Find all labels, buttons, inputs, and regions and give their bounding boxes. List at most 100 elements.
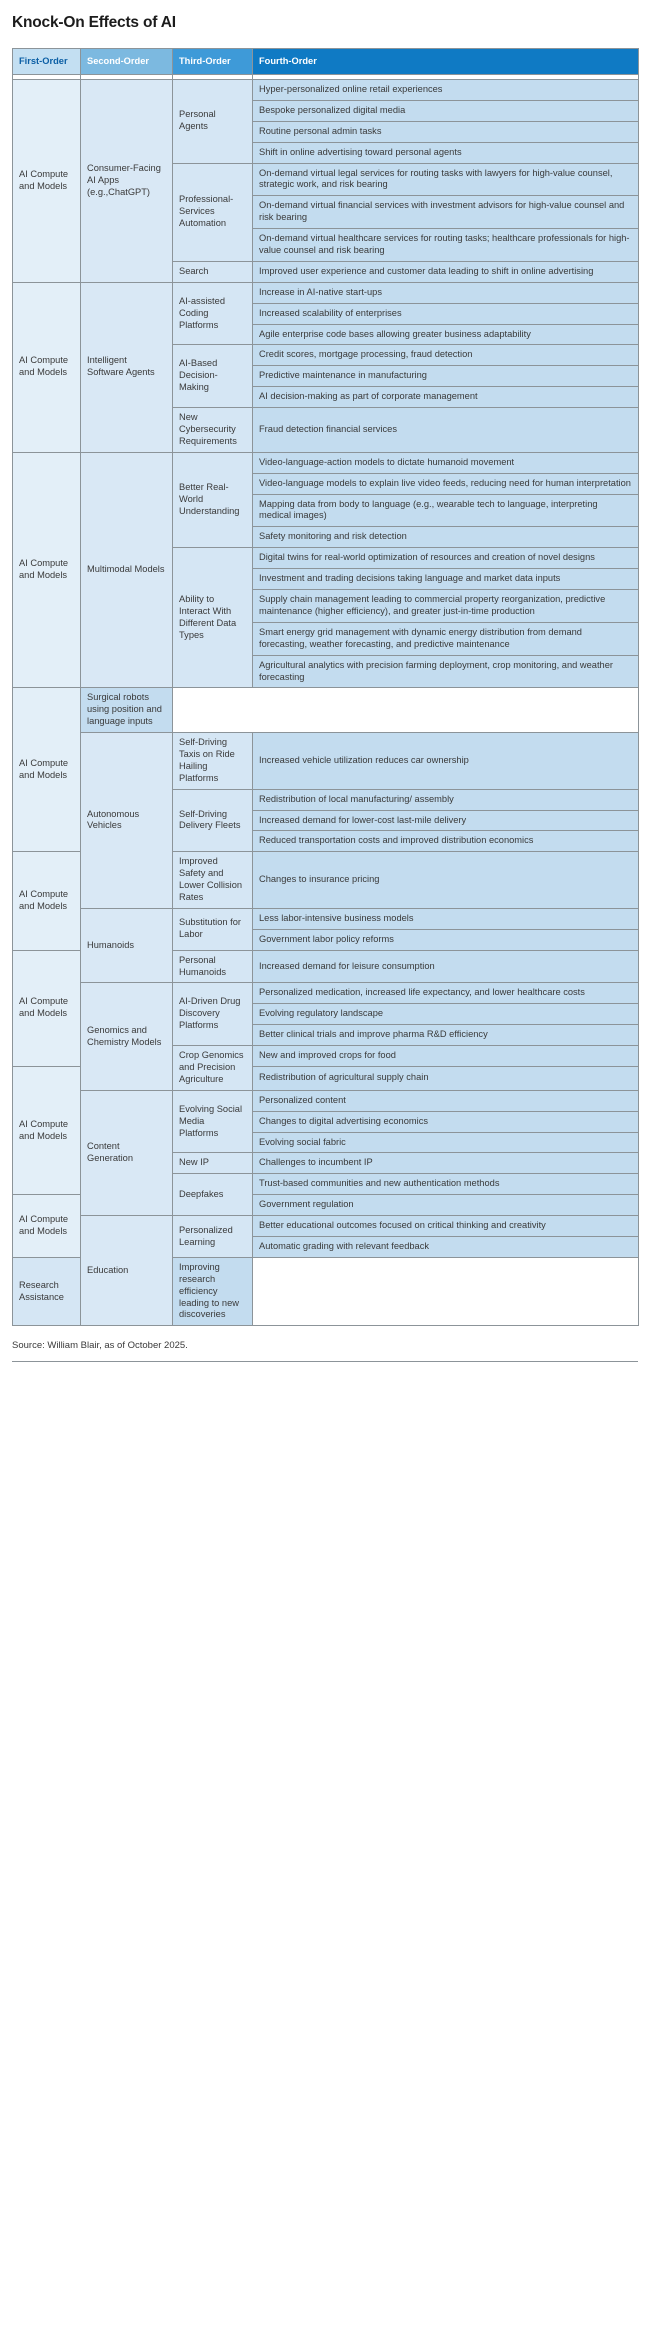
third-order-cell: Ability to Interact With Different Data … bbox=[172, 547, 253, 689]
fourth-order-cell: Increase in AI-native start-ups bbox=[252, 281, 639, 304]
fourth-order-cell: Government regulation bbox=[252, 1194, 639, 1217]
fourth-order-cell: Smart energy grid management with dynami… bbox=[252, 621, 639, 656]
fourth-order-cell: Better clinical trials and improve pharm… bbox=[252, 1024, 639, 1047]
knock-on-effects-table: First-Order Second-Order Third-Order Fou… bbox=[12, 48, 639, 1327]
fourth-order-cell: Credit scores, mortgage processing, frau… bbox=[252, 344, 639, 367]
first-order-cell: AI Compute and Models bbox=[12, 1194, 81, 1258]
column-header-first-order: First-Order bbox=[12, 48, 81, 75]
header-gap-row bbox=[12, 74, 639, 80]
fourth-order-cell: Investment and trading decisions taking … bbox=[252, 568, 639, 591]
fourth-order-cell: Digital twins for real-world optimizatio… bbox=[252, 547, 639, 570]
table-row: Automatic grading with relevant feedback bbox=[13, 1236, 639, 1258]
fourth-order-cell: Changes to digital advertising economics bbox=[252, 1110, 639, 1133]
fourth-order-cell: Personalized medication, increased life … bbox=[252, 982, 639, 1005]
table-row: Evolving social fabric bbox=[13, 1131, 639, 1154]
third-order-cell: Personal Humanoids bbox=[172, 949, 253, 984]
table-row: AI decision-making as part of corporate … bbox=[13, 386, 639, 409]
fourth-order-cell: Mapping data from body to language (e.g.… bbox=[252, 493, 639, 528]
fourth-order-cell: Bespoke personalized digital media bbox=[252, 99, 639, 122]
fourth-order-cell: Less labor-intensive business models bbox=[252, 907, 639, 930]
third-order-cell: Better Real-World Understanding bbox=[172, 451, 253, 549]
second-order-cell: Genomics and Chemistry Models bbox=[80, 982, 173, 1091]
table-row: Evolving regulatory landscape bbox=[13, 1003, 639, 1026]
first-order-cell: AI Compute and Models bbox=[12, 851, 81, 951]
second-order-cell: Consumer-Facing AI Apps (e.g.,ChatGPT) bbox=[80, 79, 173, 283]
column-header-second-order: Second-Order bbox=[80, 48, 173, 75]
table-row: Routine personal admin tasks bbox=[13, 120, 639, 143]
table-body: AI Compute and Models Consumer-Facing AI … bbox=[12, 79, 639, 1327]
second-order-cell: Humanoids bbox=[80, 907, 173, 984]
fourth-order-cell: On-demand virtual legal services for rou… bbox=[252, 162, 639, 197]
fourth-order-cell: Supply chain management leading to comme… bbox=[252, 589, 639, 623]
fourth-order-cell: Video-language models to explain live vi… bbox=[252, 472, 639, 495]
third-order-cell: Crop Genomics and Precision Agriculture bbox=[172, 1045, 253, 1091]
fourth-order-cell: Changes to insurance pricing bbox=[252, 851, 639, 909]
third-order-cell: Self-Driving Taxis on Ride Hailing Platf… bbox=[172, 732, 253, 790]
third-order-cell: New Cybersecurity Requirements bbox=[172, 407, 253, 453]
third-order-cell: New IP bbox=[172, 1152, 253, 1175]
table-row: On-demand virtual healthcare services fo… bbox=[13, 228, 639, 262]
table-row: Bespoke personalized digital media bbox=[13, 99, 639, 122]
title-bar: Knock-On Effects of AI bbox=[12, 0, 638, 48]
first-order-cell: AI Compute and Models bbox=[12, 949, 81, 1067]
fourth-order-cell: Government labor policy reforms bbox=[252, 928, 639, 951]
table-row: Government labor policy reforms bbox=[13, 928, 639, 951]
fourth-order-cell: Routine personal admin tasks bbox=[252, 120, 639, 143]
third-order-cell: Research Assistance bbox=[12, 1256, 81, 1327]
fourth-order-cell: Surgical robots using position and langu… bbox=[80, 687, 173, 734]
first-order-cell: AI Compute and Models bbox=[12, 451, 81, 689]
table-header: First-Order Second-Order Third-Order Fou… bbox=[12, 48, 639, 80]
fourth-order-cell: Better educational outcomes focused on c… bbox=[252, 1215, 639, 1237]
fourth-order-cell: Agricultural analytics with precision fa… bbox=[252, 654, 639, 689]
fourth-order-cell: Video-language-action models to dictate … bbox=[252, 451, 639, 474]
third-order-cell: AI-assisted Coding Platforms bbox=[172, 281, 253, 346]
third-order-cell: Substitution for Labor bbox=[172, 907, 253, 951]
fourth-order-cell: Increased vehicle utilization reduces ca… bbox=[252, 732, 639, 790]
fourth-order-cell: Increased demand for leisure consumption bbox=[252, 949, 639, 984]
fourth-order-cell: Evolving regulatory landscape bbox=[252, 1003, 639, 1026]
second-order-cell: Autonomous Vehicles bbox=[80, 732, 173, 909]
page-title: Knock-On Effects of AI bbox=[12, 14, 176, 31]
third-order-cell: Personalized Learning bbox=[172, 1215, 253, 1258]
fourth-order-cell: Challenges to incumbent IP bbox=[252, 1152, 639, 1175]
fourth-order-cell: Redistribution of local manufacturing/ a… bbox=[252, 788, 639, 811]
table-row: Shift in online advertising toward perso… bbox=[13, 141, 639, 164]
fourth-order-cell: New and improved crops for food bbox=[252, 1045, 639, 1067]
table-row: Agricultural analytics with precision fa… bbox=[13, 654, 639, 689]
fourth-order-cell: Fraud detection financial services bbox=[252, 407, 639, 453]
third-order-cell: Search bbox=[172, 260, 253, 283]
footer-rule bbox=[12, 1361, 638, 1363]
header-row: First-Order Second-Order Third-Order Fou… bbox=[12, 48, 639, 75]
column-header-fourth-order: Fourth-Order bbox=[252, 48, 639, 75]
second-order-cell: Multimodal Models bbox=[80, 451, 173, 689]
table-row: On-demand virtual financial services wit… bbox=[13, 195, 639, 230]
table-row: Smart energy grid management with dynami… bbox=[13, 621, 639, 656]
fourth-order-cell: AI decision-making as part of corporate … bbox=[252, 386, 639, 409]
fourth-order-cell: Increased scalability of enterprises bbox=[252, 302, 639, 325]
second-order-cell: Education bbox=[80, 1215, 173, 1327]
first-order-cell: AI Compute and Models bbox=[12, 1065, 81, 1196]
fourth-order-cell: Personalized content bbox=[252, 1089, 639, 1112]
first-order-cell: AI Compute and Models bbox=[12, 687, 81, 853]
fourth-order-cell: Hyper-personalized online retail experie… bbox=[252, 79, 639, 101]
table-row: Changes to digital advertising economics bbox=[13, 1110, 639, 1133]
table-row: Investment and trading decisions taking … bbox=[13, 568, 639, 591]
table-row: Reduced transportation costs and improve… bbox=[13, 830, 639, 853]
fourth-order-cell: On-demand virtual healthcare services fo… bbox=[252, 228, 639, 262]
